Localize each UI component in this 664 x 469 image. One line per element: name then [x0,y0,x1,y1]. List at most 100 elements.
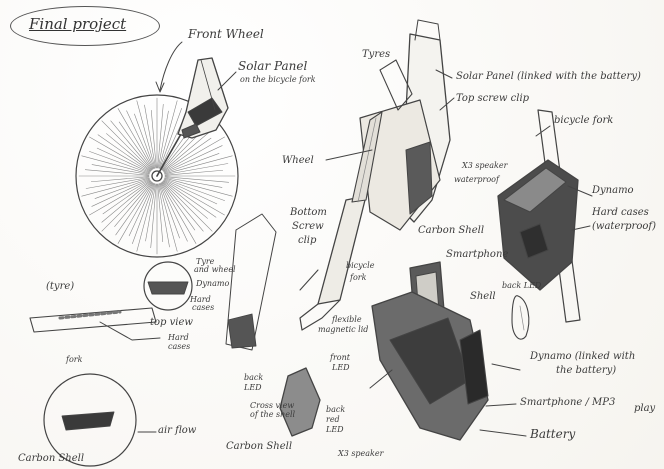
label-tyres: Tyres [362,49,391,60]
label-bottom-screw-clip-2: Screw [292,221,324,232]
wheel-spoke [96,147,151,173]
label-hard-cases-left-2: cases [192,303,215,312]
front-wheel-drawing [75,94,239,258]
wheel-spoke [145,183,156,242]
label-smartphone-mp3-2: play [634,403,656,414]
label-hard-cases-left2-2: cases [168,342,191,351]
label-bicycle-fork-mid-2: fork [350,273,367,282]
label-bottom-screw-clip: Bottom [290,207,327,218]
shell-cross-view-drawing [225,213,321,437]
label-bicycle-fork-mid: bicycle [346,261,375,270]
label-hard-cases-right-2: (waterproof) [592,221,656,232]
wheel-spoke [144,104,156,169]
wheel-spoke [164,177,223,188]
wheel-spoke [102,180,151,215]
label-waterproof: waterproof [454,175,499,184]
label-front-wheel: Front Wheel [188,27,264,41]
label-hard-cases-left: Hard [190,295,211,304]
label-fork-left: fork [66,355,83,364]
wheel-spoke [158,183,178,252]
wheel-spoke [132,183,155,244]
wheel-spoke [158,110,169,169]
label-smartphone-mp3: Smartphone / MP3 [520,397,616,408]
wheel-spoke [162,129,213,172]
label-top-screw-clip: Top screw clip [456,93,530,104]
wheel-spoke [94,178,150,199]
wheel-spoke [115,182,153,236]
wheel-spoke [134,113,155,169]
label-flexible-lid: flexible [332,315,362,324]
label-back-led-left: back [244,373,264,382]
wheel-spoke [136,100,156,169]
label-tyre-paren: (tyre) [46,281,75,292]
wheel-spoke [159,108,182,169]
label-hard-cases-left2: Hard [168,333,189,342]
wheel-spoke [84,169,150,176]
wheel-spoke [81,177,150,197]
wheel-spoke [163,179,218,205]
wheel-spoke [164,163,229,175]
wheel-spoke [114,181,153,227]
label-back-red-led: back [326,405,346,414]
wheel-spoke [150,109,157,169]
main-fork-assembly-drawing [299,19,451,331]
wheel-spoke [117,182,154,244]
wheel-spoke [163,145,223,173]
wheel-spoke [91,164,150,175]
wheel-spoke [163,137,212,172]
wheel-spoke [162,180,208,219]
label-bottom-screw-clip-3: clip [298,235,317,246]
wheel-spoke [159,183,180,239]
wheel-spoke [164,169,224,176]
label-carbon-shell-mid: Carbon Shell [418,225,485,236]
wheel-spoke [161,182,196,231]
wheel-spoke [150,183,157,249]
label-dynamo-right: Dynamo [592,185,634,196]
label-shell: Shell [470,291,496,302]
wheel-spoke [164,155,233,175]
wheel-spoke [85,177,150,189]
label-tyre-and-wheel: Tyre [196,257,215,266]
wheel-spoke [81,155,150,175]
wheel-spoke [164,178,225,201]
wheel-spoke [158,183,170,248]
wheel-spoke [163,179,225,216]
label-tyre-and-wheel-2: and wheel [194,265,236,274]
wheel-spoke [136,183,156,252]
label-back-red-led-2: red [326,415,340,424]
label-battery: Battery [530,427,576,441]
wheel-spoke [163,180,217,218]
wheel-spoke [161,181,204,232]
label-back-red-led-3: LED [326,425,344,434]
wheel-spoke [158,100,178,169]
label-solar-panel-linked: Solar Panel (linked with the battery) [456,71,641,82]
wheel-spoke [126,110,154,170]
wheel-spoke [90,176,150,183]
label-dynamo-linked: Dynamo (linked with [530,351,636,362]
tyre-detail-drawing [29,261,193,467]
label-air-flow: air flow [158,425,197,436]
label-front-led-2: LED [332,363,350,372]
label-x3-speaker: X3 speaker [462,161,508,170]
label-solar-panel-fork: Solar Panel [238,59,308,73]
wheel-spoke [164,153,220,174]
label-back-led-top: back LED [502,281,542,290]
wheel-spoke [110,120,153,171]
label-carbon-shell-bottom-left: Carbon Shell [18,453,85,464]
wheel-spoke [157,183,164,243]
wheel-spoke [117,108,154,170]
phone-case-drawing [371,261,489,441]
label-dynamo-linked-2: the battery) [556,365,617,376]
wheel-spoke [101,180,152,223]
wheel-spoke [160,182,188,242]
right-fork-dynamo-drawing [497,109,581,323]
wheel-spoke [128,182,154,237]
wheel-spoke [101,120,152,171]
wheel-spoke [97,134,151,172]
shell-side-drawing [511,295,530,340]
label-carbon-shell-bottom-mid: Carbon Shell [226,441,293,452]
wheel-spoke [89,136,151,173]
wheel-spoke [106,133,152,172]
